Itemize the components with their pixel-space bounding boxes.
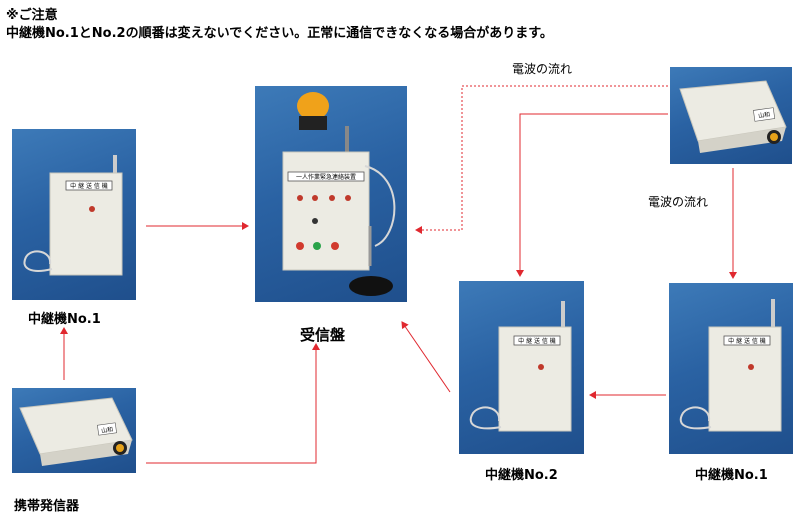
arrow-top-to-relay-no2 bbox=[520, 114, 668, 276]
arrow-relay-no2-to-receiver bbox=[402, 322, 450, 392]
arrow-top-to-receiver bbox=[416, 86, 668, 230]
arrow-transmitter-to-receiver bbox=[146, 344, 316, 463]
